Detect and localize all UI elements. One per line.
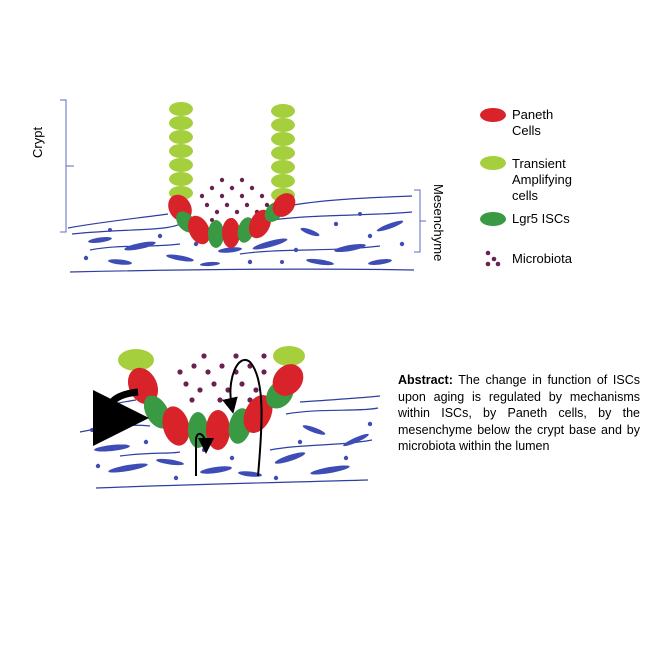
mesenchyme-cells-bottom (90, 421, 373, 481)
isc-loop-arrow (195, 432, 214, 476)
regulation-arrows (92, 359, 263, 477)
ta-cells-left (169, 102, 193, 200)
crypt-diagram-bottom (79, 346, 381, 489)
abstract-heading: Abstract: (398, 373, 453, 387)
paneth-curved-arrow (92, 388, 149, 446)
legend-lgr5-icon (480, 212, 506, 226)
mesenchyme-loop-arrow (222, 359, 263, 477)
legend-paneth-label: Paneth Cells (512, 107, 554, 138)
mesenchyme-label: Mesenchyme (431, 184, 446, 262)
crypt-diagram-top (60, 99, 426, 273)
crypt-base-bottom (127, 364, 304, 450)
legend-ta-label: Transient Amplifying cells (512, 156, 572, 203)
legend-lgr5-label: Lgr5 ISCs (512, 211, 570, 226)
crypt-base-top (168, 193, 296, 248)
abstract-body: The change in function of ISCs upon agin… (398, 373, 640, 453)
crypt-label: Crypt (30, 126, 45, 158)
abstract-text: Abstract: The change in function of ISCs… (398, 372, 640, 455)
mesenchyme-bottom (79, 395, 381, 489)
legend-paneth-icon (480, 108, 506, 122)
ta-cells-right (271, 104, 295, 202)
legend (480, 108, 506, 267)
mesenchyme-bracket (414, 189, 426, 253)
ta-cell-bottom-right (273, 346, 305, 366)
ta-cell-bottom-left (118, 349, 154, 371)
legend-ta-icon (480, 156, 506, 170)
legend-microbiota-icon (485, 250, 501, 267)
crypt-bracket (60, 99, 74, 233)
microbiota-bottom (177, 353, 267, 403)
legend-microbiota-label: Microbiota (512, 251, 572, 266)
